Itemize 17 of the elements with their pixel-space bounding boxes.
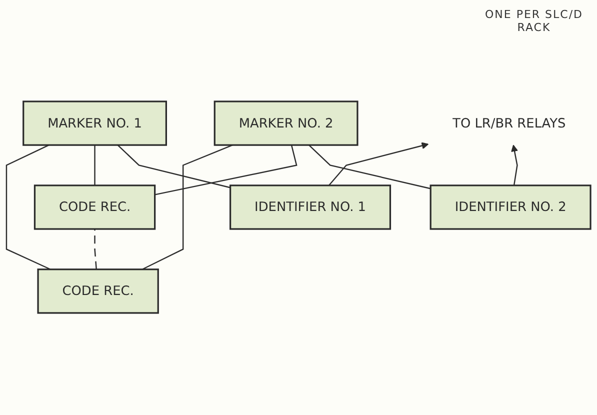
arrow [511, 145, 518, 186]
connector [308, 144, 431, 190]
arrow [328, 142, 429, 186]
connector [142, 144, 233, 270]
connector [6, 144, 51, 270]
node-box: IDENTIFIER NO. 1 [230, 184, 392, 230]
node-box: MARKER NO. 1 [22, 100, 167, 146]
connector [94, 145, 96, 186]
note-text: ONE PER SLC/D RACK [484, 8, 584, 34]
connector [117, 144, 230, 188]
connector [154, 145, 298, 196]
connector [94, 229, 97, 270]
node-box: IDENTIFIER NO. 2 [430, 184, 592, 230]
node-box: MARKER NO. 2 [214, 100, 358, 146]
node-text: TO LR/BR RELAYS [452, 115, 566, 131]
node-box: CODE REC. [34, 184, 156, 230]
node-box: CODE REC. [37, 268, 159, 314]
